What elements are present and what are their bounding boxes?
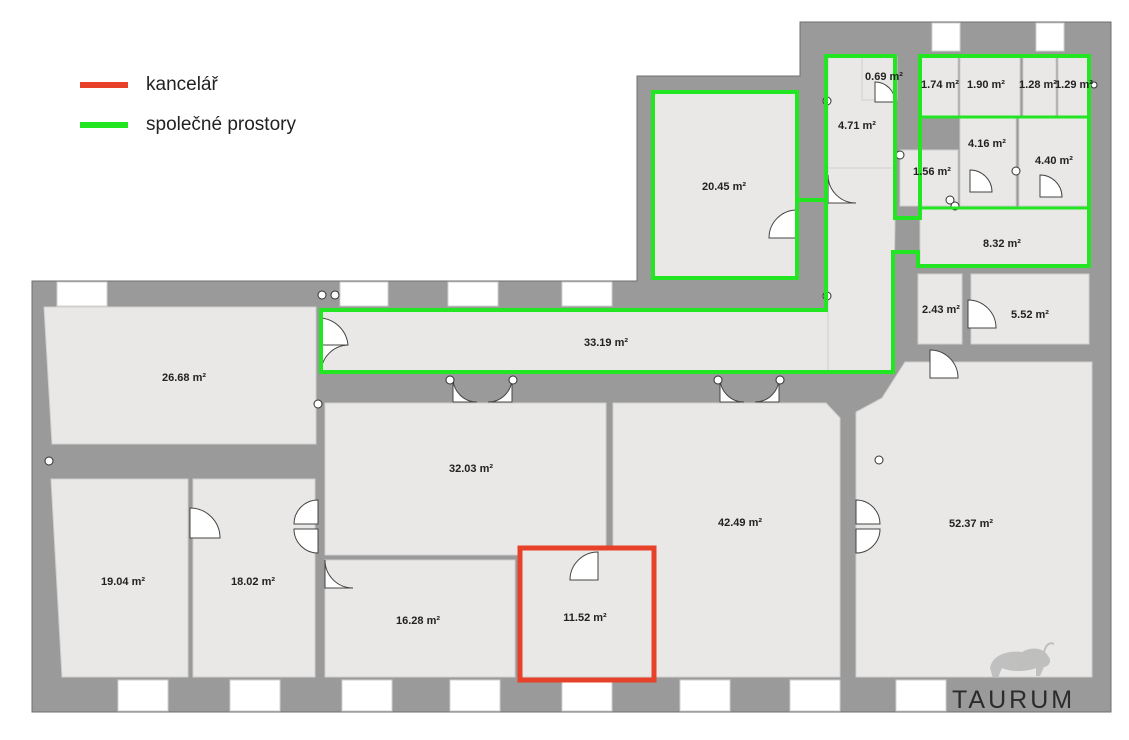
room-floor-8-32 [919,207,1090,267]
brand-name: TAURUM [952,686,1076,714]
room-area-4-16: 4.16 m² [968,138,1006,150]
room-area-16-28: 16.28 m² [396,615,440,627]
common-area-outlines [319,54,1091,374]
room-floors [43,56,1093,678]
room-area-2-43: 2.43 m² [922,304,960,316]
doors [189,81,1063,589]
legend-common-swatch [80,122,128,128]
room-area-1-74: 1.74 m² [921,79,959,91]
door-hinges [44,81,1098,466]
room-floor-32-03 [324,402,607,556]
room-floor-16-28 [324,559,516,678]
room-floor-corridor [320,310,895,372]
room-area-18-02: 18.02 m² [231,576,275,588]
room-floor-52-37 [855,361,1093,678]
legend-office-label: kancelář [146,74,218,95]
common-area-dividers [795,115,1089,278]
room-floor-26-68 [43,306,317,445]
room-floor-19-04 [50,478,189,678]
room-area-1-56: 1.56 m² [913,166,951,178]
room-area-5-52: 5.52 m² [1011,309,1049,321]
room-floor-2-43 [917,273,963,345]
room-area-32-03: 32.03 m² [449,463,493,475]
office-outline [517,545,657,683]
room-labels: 26.68 m² 33.19 m² 20.45 m² 4.71 m² 0.69 … [101,71,1093,627]
legend-office: kancelář [80,70,380,100]
legend-common: společné prostory [80,110,380,140]
room-floor-18-02 [192,478,316,678]
room-floor-1-29 [1057,56,1090,118]
room-area-8-32: 8.32 m² [983,238,1021,250]
room-area-1-29: 1.29 m² [1055,79,1093,91]
bull-logo-icon [990,642,1055,678]
room-area-42-49: 42.49 m² [718,517,762,529]
room-area-1-28: 1.28 m² [1019,79,1057,91]
room-area-52-37: 52.37 m² [949,518,993,530]
room-area-4-71: 4.71 m² [838,120,876,132]
room-area-20-45: 20.45 m² [702,181,746,193]
legend-common-label: společné prostory [146,114,296,135]
room-floor-4-16 [959,117,1017,207]
room-area-11-52: 11.52 m² [563,612,607,624]
room-area-4-40: 4.40 m² [1035,155,1073,167]
room-area-0-69: 0.69 m² [865,71,903,83]
room-area-33-19: 33.19 m² [584,337,628,349]
windows [56,22,1065,712]
room-area-26-68: 26.68 m² [162,372,206,384]
room-area-19-04: 19.04 m² [101,576,145,588]
legend-office-swatch [80,82,128,88]
room-floor-5-52 [970,273,1090,345]
room-area-1-90: 1.90 m² [967,79,1005,91]
